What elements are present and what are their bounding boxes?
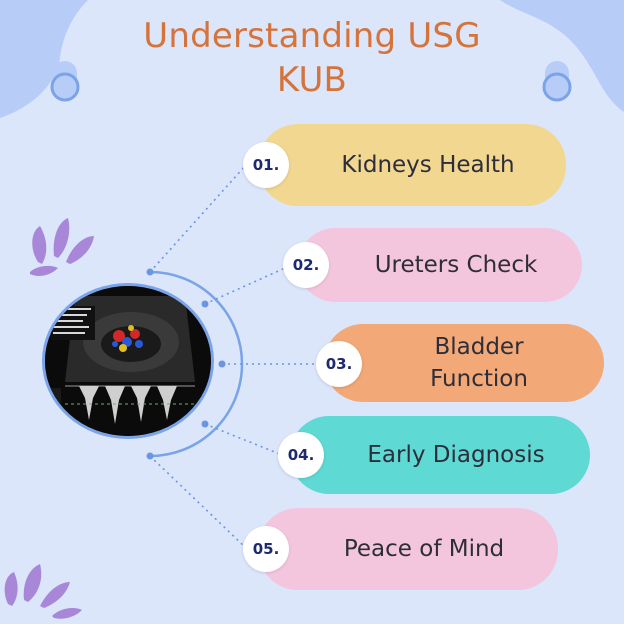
item-number-badge: 03.	[316, 341, 362, 387]
item-number-badge: 05.	[243, 526, 289, 572]
item-label: Ureters Check	[374, 252, 538, 278]
page-title: Understanding USG KUB	[110, 14, 514, 102]
top-left-blob	[0, 0, 88, 118]
title-line-1: Understanding USG	[143, 16, 481, 56]
item-early-diagnosis-pill: Early Diagnosis	[290, 416, 590, 494]
right-ring-icon	[542, 61, 572, 102]
top-right-blob	[500, 0, 624, 112]
leaf-decoration-bottom	[4, 564, 82, 619]
item-number-badge: 01.	[243, 142, 289, 188]
ultrasound-scan-illustration	[45, 286, 211, 436]
item-number-badge: 04.	[278, 432, 324, 478]
item-label: Early Diagnosis	[367, 442, 545, 468]
item-label: Kidneys Health	[341, 152, 515, 178]
item-peace-of-mind-pill: Peace of Mind	[258, 508, 558, 590]
item-number: 03.	[325, 355, 353, 373]
item-number-badge: 02.	[283, 242, 329, 288]
connector-dots	[146, 268, 226, 460]
connector-lines	[149, 164, 318, 549]
item-bladder-function-pill: Bladder Function	[324, 324, 604, 402]
item-number: 05.	[252, 540, 280, 558]
item-number: 02.	[292, 256, 320, 274]
item-label: Bladder Function	[430, 334, 528, 392]
ultrasound-image	[45, 286, 211, 436]
item-number: 04.	[287, 446, 315, 464]
item-kidneys-health-pill: Kidneys Health	[258, 124, 566, 206]
item-number: 01.	[252, 156, 280, 174]
title-line-2: KUB	[276, 60, 348, 100]
leaf-decoration-top	[30, 218, 94, 276]
left-ring-icon	[50, 61, 80, 102]
item-label: Peace of Mind	[343, 536, 505, 562]
item-ureters-check-pill: Ureters Check	[298, 228, 582, 302]
